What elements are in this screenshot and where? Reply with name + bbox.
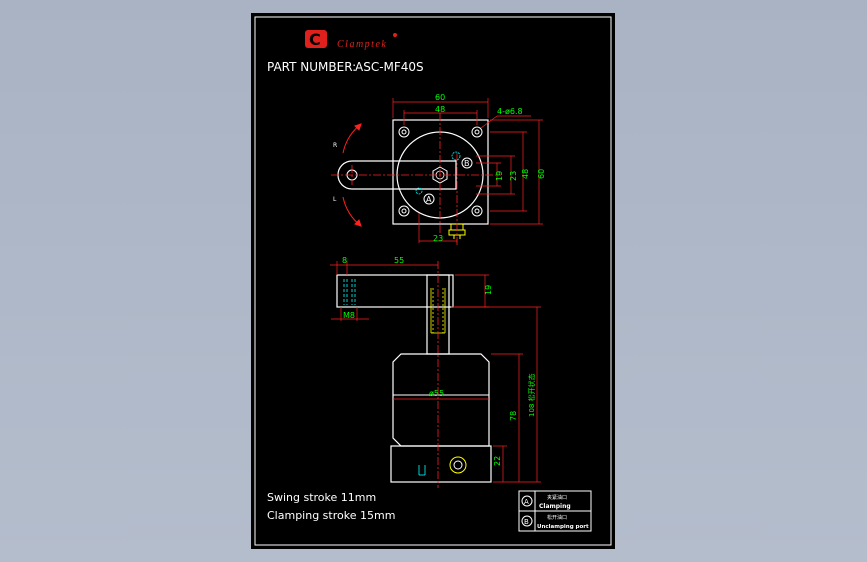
dim-height-60: 60 xyxy=(537,169,546,179)
clamp-arm xyxy=(337,160,457,190)
dim-55: 55 xyxy=(394,256,404,265)
drawing-canvas: C Clamptek PART NUMBER: ASC-MF40S B A xyxy=(254,16,612,546)
port-a-circle xyxy=(423,193,435,205)
top-view: B A R L xyxy=(331,93,546,245)
part-number-label: PART NUMBER: xyxy=(267,60,356,74)
legend-b-symbol: B xyxy=(524,518,529,526)
port-a-label: A xyxy=(426,195,432,204)
sheet-border xyxy=(254,16,612,546)
dim-108: 108 松开状态 xyxy=(527,373,536,417)
logo-text: Clamptek xyxy=(337,39,387,50)
base-port xyxy=(449,456,467,474)
top-centerlines xyxy=(331,113,501,245)
side-arm xyxy=(336,274,454,308)
dim-height-23: 23 xyxy=(509,171,518,181)
dim-dia55: ø55 xyxy=(429,389,444,398)
part-number-value: ASC-MF40S xyxy=(355,60,424,74)
rod-thread xyxy=(430,288,446,334)
legend-a-symbol: A xyxy=(524,498,529,506)
side-dimension-lines xyxy=(330,261,541,483)
dim-8: 8 xyxy=(342,256,347,265)
legend-a-cn: 夹紧油口 xyxy=(547,494,567,501)
rotation-l-label: L xyxy=(333,196,337,203)
cylinder-body xyxy=(392,353,490,447)
mounting-holes xyxy=(398,126,483,217)
dim-bottom-23: 23 xyxy=(433,234,443,243)
legend-b-cn: 松开油口 xyxy=(547,514,567,521)
clamping-stroke-note: Clamping stroke 15mm xyxy=(267,509,395,522)
dim-holes: 4-ø6.8 xyxy=(497,107,523,116)
rotation-r-label: R xyxy=(333,142,337,149)
dim-78: 78 xyxy=(509,411,518,421)
drawing-sheet: C Clamptek PART NUMBER: ASC-MF40S B A xyxy=(251,13,615,549)
cylinder-base xyxy=(390,445,492,483)
port-b-circle xyxy=(461,157,473,169)
legend-b-en: Unclamping port xyxy=(537,524,589,530)
dim-width-48: 48 xyxy=(435,105,445,114)
swing-stroke-note: Swing stroke 11mm xyxy=(267,491,376,504)
side-view: 8 55 19 M8 ø55 78 22 108 松开状态 xyxy=(330,256,541,488)
flange-outline xyxy=(392,119,489,225)
legend-a-en: Clamping xyxy=(539,503,571,510)
dim-19: 19 xyxy=(484,285,493,295)
dim-22: 22 xyxy=(493,456,502,466)
logo-letter: C xyxy=(309,30,321,49)
clamptek-logo: C Clamptek xyxy=(305,30,397,50)
port-b-label: B xyxy=(464,159,470,168)
arm-hidden-hole xyxy=(343,279,356,305)
swing-arcs xyxy=(342,123,362,227)
base-detail xyxy=(418,465,426,476)
dim-height-48: 48 xyxy=(521,169,530,179)
dim-width-60: 60 xyxy=(435,93,445,102)
top-dimension-lines xyxy=(392,98,543,243)
port-legend: A 夹紧油口 Clamping B 松开油口 Unclamping port xyxy=(518,490,592,532)
dim-height-19: 19 xyxy=(495,171,504,181)
dim-m8: M8 xyxy=(343,311,355,320)
